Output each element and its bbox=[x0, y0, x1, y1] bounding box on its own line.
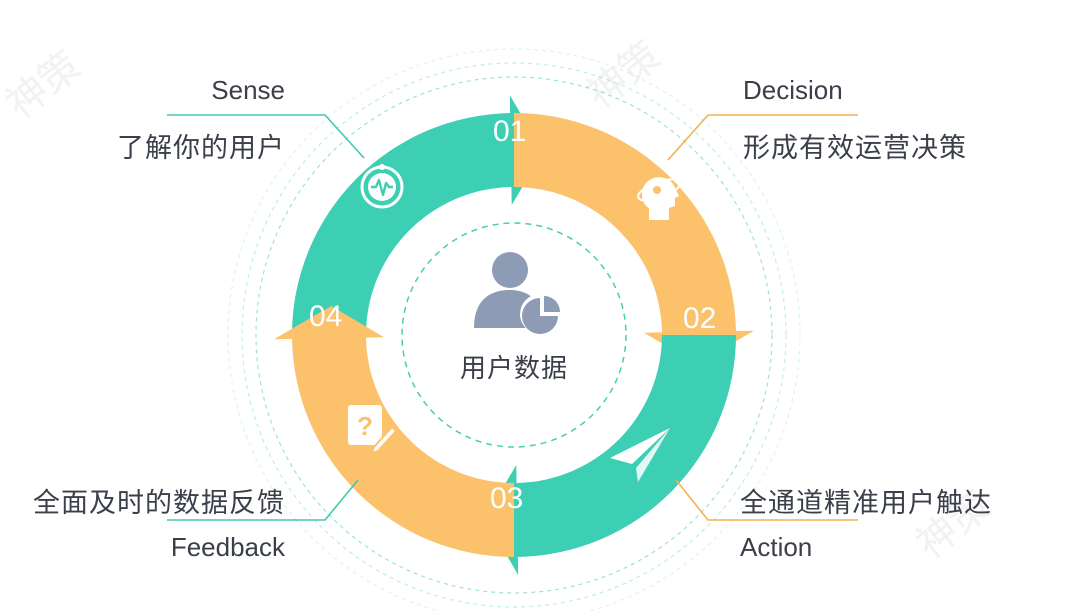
ring-segment-02 bbox=[514, 113, 754, 364]
leader-line-decision bbox=[667, 114, 858, 161]
inner-dashed-ring bbox=[401, 222, 627, 448]
action-subtitle: 全通道精准用户触达 bbox=[740, 488, 992, 519]
paper-plane-icon bbox=[610, 428, 670, 482]
stage-number-02: 02 bbox=[683, 302, 717, 335]
stage-number-01: 01 bbox=[493, 115, 527, 148]
leader-line-action bbox=[675, 479, 858, 521]
leader-lines bbox=[167, 114, 858, 521]
svg-text:?: ? bbox=[357, 411, 373, 441]
leader-line-sense bbox=[167, 114, 365, 159]
head-orbit-icon bbox=[637, 177, 681, 220]
center-label: 用户数据 bbox=[460, 354, 569, 384]
question-note-icon: ? bbox=[348, 405, 398, 455]
feedback-subtitle: 全面及时的数据反馈 bbox=[33, 488, 285, 519]
leader-line-feedback bbox=[167, 479, 359, 521]
stage-number-03: 03 bbox=[490, 482, 524, 515]
pulse-icon bbox=[360, 164, 404, 209]
svg-text:神策: 神策 bbox=[0, 42, 89, 128]
sense-subtitle: 了解你的用户 bbox=[117, 133, 285, 164]
sense-title: Sense bbox=[211, 75, 285, 105]
user-data-icon bbox=[474, 252, 560, 334]
stage-number-04: 04 bbox=[309, 300, 343, 333]
cycle-ring bbox=[274, 95, 754, 575]
decision-subtitle: 形成有效运营决策 bbox=[743, 133, 967, 164]
outer-dashed-rings bbox=[227, 48, 801, 611]
feedback-title: Feedback bbox=[170, 532, 285, 562]
ring-segment-03 bbox=[485, 335, 736, 575]
svg-text:神策: 神策 bbox=[578, 32, 669, 118]
action-title: Action bbox=[740, 532, 813, 562]
ring-segment-01 bbox=[292, 95, 543, 335]
decision-title: Decision bbox=[743, 75, 843, 105]
